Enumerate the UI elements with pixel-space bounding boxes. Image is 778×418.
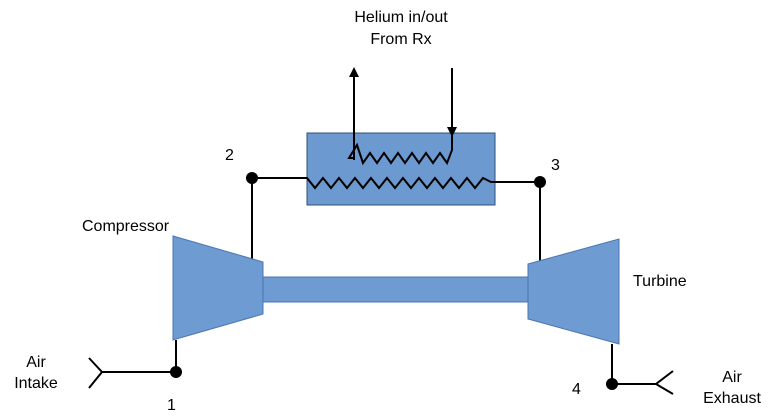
air-intake-label-line1: Air <box>26 354 46 371</box>
air-exhaust-label-line2: Exhaust <box>703 390 761 407</box>
state-point-1-label: 1 <box>167 397 176 414</box>
state-point-4-dot <box>606 378 618 390</box>
heat-exchanger <box>306 132 496 206</box>
air-exhaust-pipe <box>611 344 656 385</box>
state-point-2-label: 2 <box>225 147 234 164</box>
air-intake-label-line2: Intake <box>14 375 58 392</box>
air-exhaust-fork-icon <box>654 370 674 395</box>
air-exhaust-label-line1: Air <box>722 369 742 386</box>
helium-label-line2: From Rx <box>370 31 431 48</box>
air-intake-pipe <box>102 340 177 373</box>
shaft <box>262 276 531 303</box>
state-point-3-label: 3 <box>551 157 560 174</box>
state-point-1-dot <box>170 366 182 378</box>
state-point-2-dot <box>246 172 258 184</box>
state-point-4-label: 4 <box>572 381 581 398</box>
helium-coil <box>347 132 453 166</box>
air-intake-fork-icon <box>88 357 104 389</box>
air-coil <box>252 176 540 190</box>
compressor <box>172 235 264 341</box>
helium-label-line1: Helium in/out <box>354 9 448 26</box>
state-point-3-dot <box>534 176 546 188</box>
compressor-label: Compressor <box>82 218 170 235</box>
turbine <box>527 238 620 345</box>
turbine-label: Turbine <box>633 273 687 290</box>
